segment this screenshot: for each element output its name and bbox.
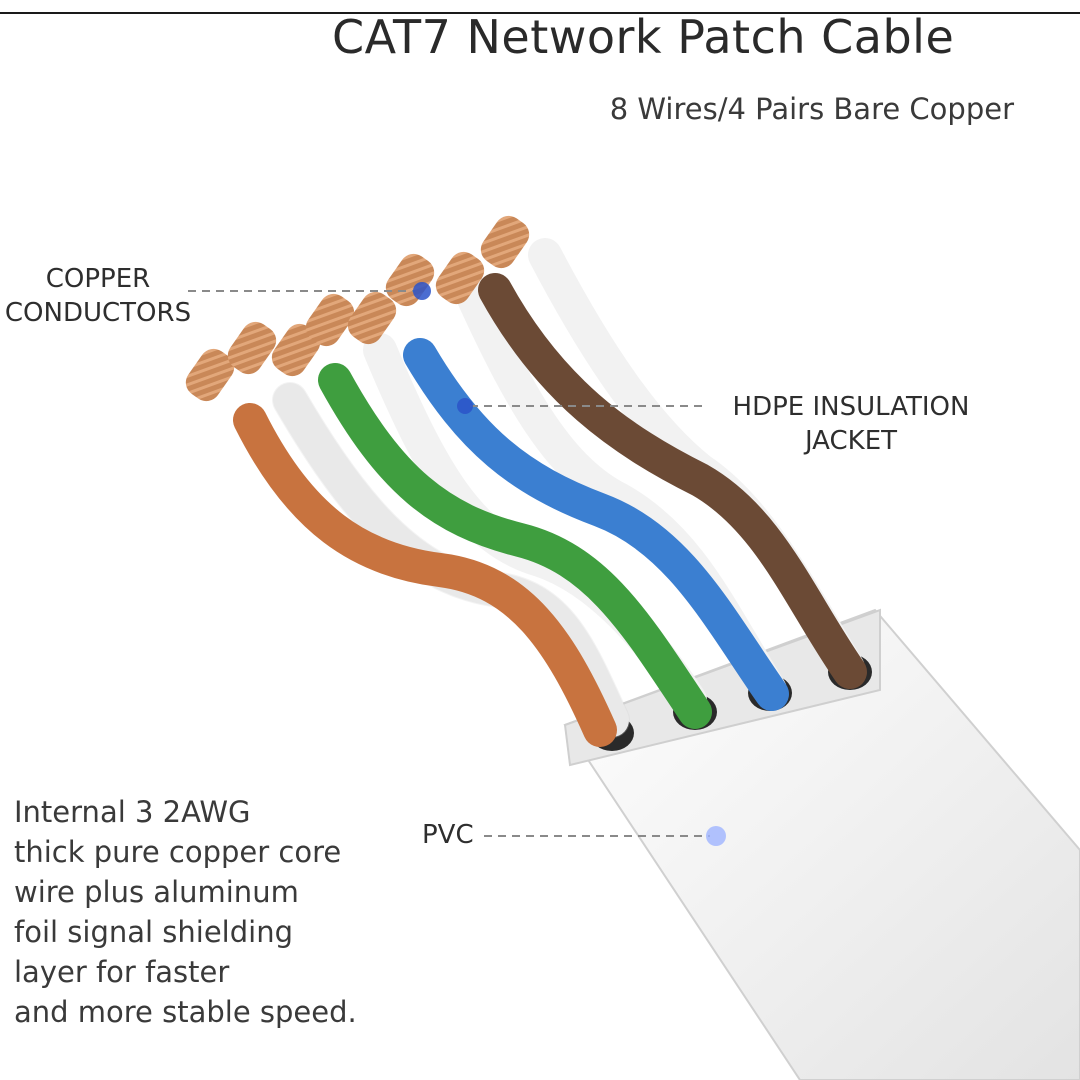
description-line: thick pure copper core — [14, 835, 342, 869]
wire-orange — [233, 403, 617, 747]
wire-blue — [403, 338, 789, 711]
label-copper-line2: CONDUCTORS — [4, 298, 192, 328]
description-line: layer for faster — [14, 955, 230, 989]
description-line: and more stable speed. — [14, 995, 357, 1029]
pvc-jacket — [563, 608, 1080, 1080]
label-pvc: PVC — [422, 820, 474, 850]
label-copper-conductors: COPPER CONDUCTORS — [0, 262, 196, 330]
leader-dot-hdpe — [457, 398, 473, 414]
top-rule — [0, 12, 1080, 14]
description-line: wire plus aluminum — [14, 875, 299, 909]
diagram-subtitle: 8 Wires/4 Pairs Bare Copper — [609, 92, 1014, 126]
diagram-title: CAT7 Network Patch Cable — [332, 10, 955, 64]
leader-dot-copper — [413, 282, 431, 300]
wires — [233, 238, 867, 747]
wire-brown — [478, 273, 867, 689]
description-line: foil signal shielding — [14, 915, 293, 949]
leader-dot-pvc — [706, 826, 726, 846]
leader-lines — [188, 290, 710, 837]
label-hdpe-line2: JACKET — [804, 426, 898, 456]
label-hdpe-insulation: HDPE INSULATION JACKET — [708, 390, 994, 458]
description-line: Internal 3 2AWG — [14, 795, 251, 829]
label-hdpe-line1: HDPE INSULATION — [732, 392, 970, 422]
label-copper-line1: COPPER — [45, 264, 151, 294]
description-block: Internal 3 2AWG thick pure copper core w… — [14, 792, 434, 1032]
copper-conductors — [185, 215, 530, 402]
wire-green — [318, 363, 712, 729]
